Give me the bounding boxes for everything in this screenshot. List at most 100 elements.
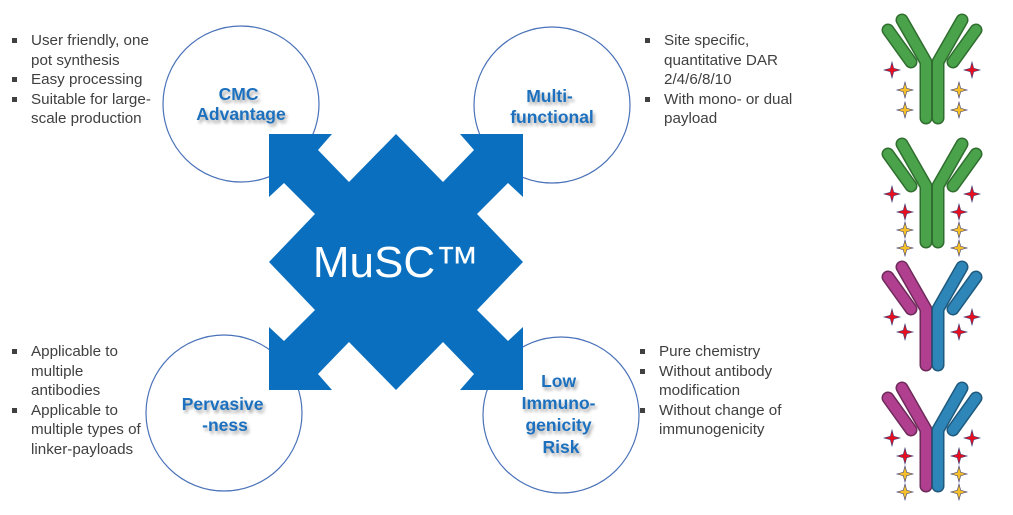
bullet-square-icon: [12, 349, 17, 354]
heavy-chain-left: [897, 262, 931, 370]
bullet-text-line: Easy processing: [31, 71, 143, 88]
light-chain-right: [948, 25, 981, 67]
bullet-text-line: pot synthesis: [31, 51, 120, 69]
payload-star-icon: [882, 307, 902, 327]
bullet-square-icon: [12, 96, 17, 102]
svg-text:Multi- functional: Multi- functional: [510, 86, 594, 127]
heavy-chain-right: [933, 15, 967, 123]
bullet-square-icon: [640, 349, 645, 354]
bullet-list-multi-functional: Site specific, quantitative DAR 2/4/6/8/10…: [643, 31, 792, 129]
musc-title: MuSC™: [313, 238, 479, 287]
light-chain-left: [883, 393, 916, 435]
bullet-square-icon: [640, 368, 645, 374]
bullet-text-line: modification: [659, 382, 741, 399]
bullet-text-line: scale production: [31, 110, 142, 127]
payload-star-icon: [949, 322, 969, 342]
bullet-item: Applicable to multiple antibodies: [10, 342, 141, 401]
bullet-item: Without change of immunogenicity: [638, 401, 781, 440]
musc-four-way-arrow: MuSC™: [269, 134, 523, 390]
payload-star-icon: [895, 322, 915, 342]
bullet-text-line: Applicable to: [31, 343, 118, 360]
circle-label-line: -ness: [202, 415, 248, 435]
payload-star-icon: [895, 238, 915, 258]
bullet-text-line: User friendly, one: [31, 32, 149, 49]
heavy-chain-right: [933, 262, 967, 370]
bullet-text-line: Applicable to: [31, 401, 118, 419]
payload-star-icon: [895, 100, 915, 120]
light-chain-left: [883, 272, 916, 314]
payload-star-icon: [895, 482, 915, 502]
circle-label-line: Multi-: [526, 86, 573, 106]
circle-outline: [145, 334, 303, 492]
payload-star-icon: [895, 446, 915, 466]
heavy-chain-left: [897, 15, 931, 123]
payload-star-icon: [962, 60, 982, 80]
circle-label-line: Risk: [543, 437, 580, 457]
svg-text:Low Immuno- genici: Low Immuno- genicity Risk: [522, 371, 601, 457]
svg-text:CMC Advantage: CMC Advantage: [196, 84, 286, 124]
payload-star-icon: [895, 464, 915, 484]
payload-star-icon: [949, 446, 969, 466]
heavy-chain-right: [933, 383, 967, 491]
payload-star-icon: [882, 60, 902, 80]
payload-star-icon: [949, 80, 969, 100]
bullet-item: Pure chemistry: [638, 342, 781, 362]
bullet-text-line: Pure chemistry: [659, 343, 761, 360]
bullet-square-icon: [645, 38, 650, 43]
circle-label-line: Pervasive: [182, 394, 264, 414]
antibody-illustrations: [881, 13, 983, 502]
payload-star-icon: [895, 220, 915, 240]
circle-label-line: Low: [541, 371, 576, 391]
circle-label-line: genicity: [525, 415, 591, 435]
payload-star-icon: [949, 482, 969, 502]
circle-pervasiveness: Pervasive -ness: [145, 334, 303, 492]
light-chain-right: [948, 149, 981, 191]
circle-label-line: Advantage: [196, 104, 286, 124]
bullet-text-line: multiple: [31, 362, 84, 380]
bullet-square-icon: [12, 38, 17, 43]
heavy-chain-right: [933, 139, 967, 247]
antibody-green-dar8: [881, 137, 983, 258]
bullet-text-line: With mono- or dual: [664, 90, 793, 108]
bullet-item: Without antibody modification: [638, 362, 781, 401]
bullet-text-line: multiple types of: [31, 421, 141, 438]
payload-star-icon: [949, 220, 969, 240]
payload-star-icon: [949, 100, 969, 120]
payload-star-icon: [949, 202, 969, 222]
bullet-text-line: 2/4/6/8/10: [664, 71, 732, 88]
payload-star-icon: [962, 307, 982, 327]
bullet-square-icon: [12, 407, 17, 413]
payload-star-icon: [895, 202, 915, 222]
bullet-square-icon: [640, 407, 645, 413]
light-chain-right: [948, 393, 981, 435]
bullet-text-line: antibodies: [31, 382, 101, 399]
payload-star-icon: [949, 238, 969, 258]
bullet-text-line: quantitative DAR: [664, 51, 778, 69]
antibody-bispecific-dar8: [881, 381, 983, 502]
bullet-text-line: Without antibody: [659, 362, 773, 380]
circle-label-line: functional: [510, 107, 594, 127]
light-chain-left: [883, 25, 916, 67]
heavy-chain-left: [897, 383, 931, 491]
payload-star-icon: [882, 184, 902, 204]
light-chain-left: [883, 149, 916, 191]
four-way-arrow-shape: [269, 134, 523, 390]
bullet-item: Easy processing: [10, 70, 151, 90]
antibody-green-dar4: [881, 13, 983, 125]
circle-label-line: CMC: [219, 84, 259, 104]
circle-label-line: Immuno-: [522, 393, 596, 413]
bullet-item: User friendly, one pot synthesis: [10, 31, 151, 70]
bullet-square-icon: [645, 96, 650, 102]
payload-star-icon: [949, 464, 969, 484]
payload-star-icon: [962, 428, 982, 448]
bullet-text-line: Without change of: [659, 401, 782, 419]
payload-star-icon: [962, 184, 982, 204]
bullet-text-line: immunogenicity: [659, 421, 765, 438]
bullet-item: Site specific, quantitative DAR 2/4/6/8/10: [643, 31, 792, 90]
bullet-text-line: Site specific,: [664, 32, 750, 49]
bullet-text-line: Suitable for large-: [31, 90, 151, 108]
